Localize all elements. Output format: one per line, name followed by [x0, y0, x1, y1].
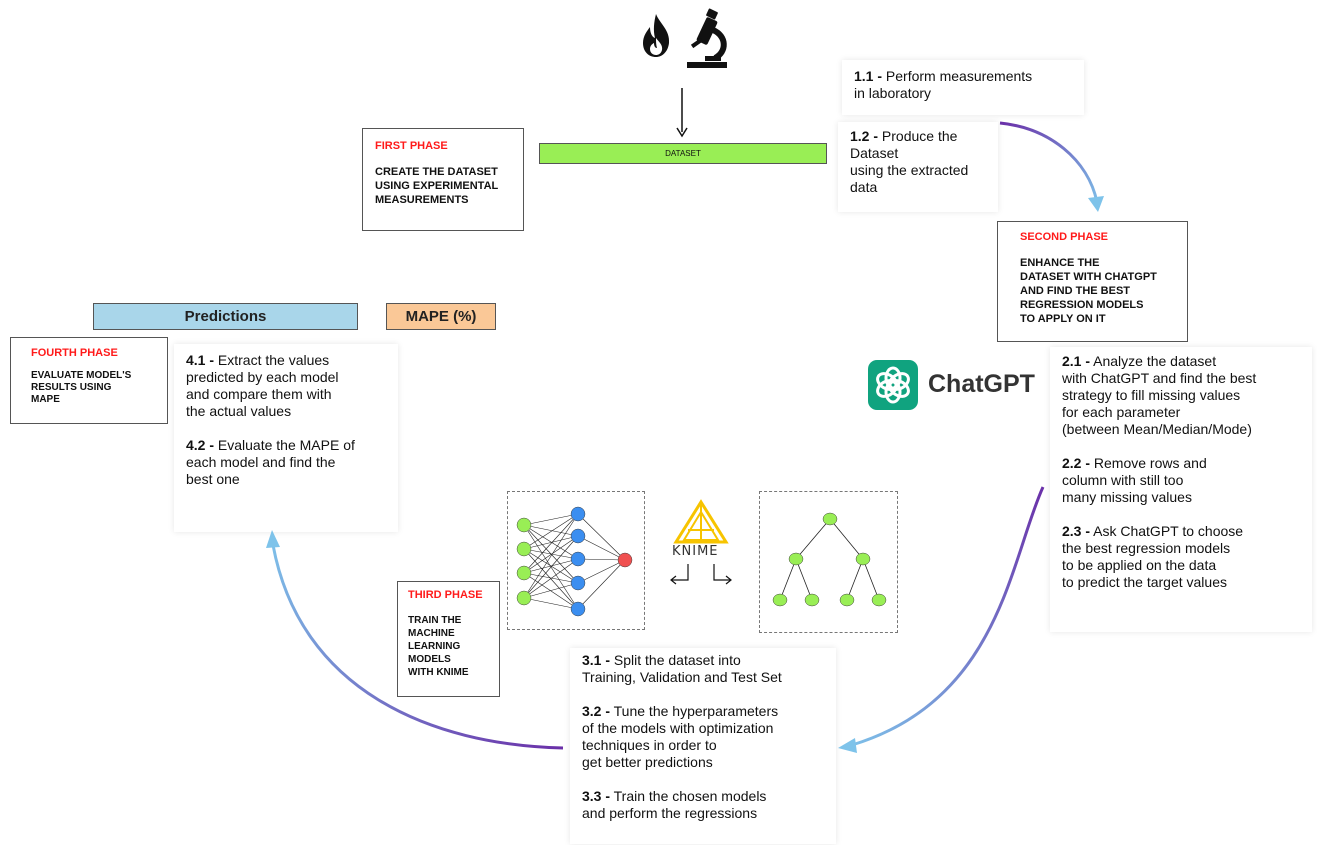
step-1-2-card: 1.2 - Produce the Dataset using the extr… [838, 122, 998, 212]
step-1-1: 1.1 - Perform measurements in laboratory [854, 68, 1072, 102]
second-phase-desc: ENHANCE THE DATASET WITH CHATGPT AND FIN… [1020, 257, 1157, 325]
first-phase-desc: CREATE THE DATASET USING EXPERIMENTAL ME… [375, 166, 499, 206]
step-4-2-text: Evaluate the MAPE of each model and find… [186, 437, 355, 487]
arrow-phase3-to-phase4 [266, 530, 564, 750]
arrow-phase2-to-phase3 [838, 486, 1045, 753]
step-2-2-num: 2.2 - [1062, 455, 1091, 471]
decision-tree-image [759, 491, 898, 633]
step-3-1: 3.1 - Split the dataset into Training, V… [582, 652, 824, 686]
chatgpt-logo-icon [868, 360, 918, 410]
fourth-phase-title: FOURTH PHASE [31, 347, 118, 359]
step-2-1: 2.1 - Analyze the dataset with ChatGPT a… [1062, 353, 1300, 438]
step-3-1-text: Split the dataset into Training, Validat… [582, 652, 782, 685]
chatgpt-label: ChatGPT [928, 370, 1035, 398]
mape-label: MAPE (%) [405, 308, 477, 325]
step-4-2-num: 4.2 - [186, 437, 215, 453]
second-phase-title: SECOND PHASE [1020, 231, 1109, 243]
step-2-3-text: Ask ChatGPT to choose the best regressio… [1062, 523, 1244, 590]
step-1-2: 1.2 - Produce the Dataset using the extr… [850, 128, 986, 196]
first-phase-title: FIRST PHASE [375, 140, 448, 152]
step-3-2-text: Tune the hyperparameters of the models w… [582, 703, 779, 770]
step-3-1-num: 3.1 - [582, 652, 611, 668]
neural-network-image [507, 491, 645, 630]
mape-bar: MAPE (%) [386, 303, 496, 330]
step-2-card: 2.1 - Analyze the dataset with ChatGPT a… [1050, 347, 1312, 632]
knime-split-arrows [670, 564, 732, 585]
step-3-3: 3.3 - Train the chosen models and perfor… [582, 788, 824, 822]
third-phase-title: THIRD PHASE [408, 589, 483, 601]
first-phase-box: FIRST PHASE CREATE THE DATASET USING EXP… [362, 128, 524, 231]
step-2-2: 2.2 - Remove rows and column with still … [1062, 455, 1300, 506]
second-phase-box: SECOND PHASE ENHANCE THE DATASET WITH CH… [997, 221, 1188, 342]
microscope-icon [687, 8, 727, 68]
step-2-3: 2.3 - Ask ChatGPT to choose the best reg… [1062, 523, 1300, 591]
neural-network-graphic [516, 506, 633, 617]
step-3-3-text: Train the chosen models and perform the … [582, 788, 767, 821]
step-4-1-num: 4.1 - [186, 352, 215, 368]
step-4-card: 4.1 - Extract the values predicted by ea… [174, 344, 398, 532]
arrow-phase1-to-phase2 [999, 121, 1104, 212]
step-2-2-text: Remove rows and column with still too ma… [1062, 455, 1207, 505]
step-2-1-num: 2.1 - [1062, 353, 1091, 369]
step-1-1-card: 1.1 - Perform measurements in laboratory [842, 60, 1084, 115]
knime-logo-icon [673, 499, 729, 544]
third-phase-desc: TRAIN THE MACHINE LEARNING MODELS WITH K… [408, 615, 469, 678]
down-arrow [676, 88, 688, 138]
step-4-1: 4.1 - Extract the values predicted by ea… [186, 352, 386, 420]
step-4-2: 4.2 - Evaluate the MAPE of each model an… [186, 437, 386, 488]
fourth-phase-box: FOURTH PHASE EVALUATE MODEL'S RESULTS US… [10, 337, 168, 424]
fourth-phase-desc: EVALUATE MODEL'S RESULTS USING MAPE [31, 370, 132, 405]
dataset-bar: DATASET [539, 143, 827, 164]
step-4-1-text: Extract the values predicted by each mod… [186, 352, 339, 419]
dataset-label: DATASET [665, 149, 701, 158]
predictions-label: Predictions [184, 308, 267, 325]
step-2-3-num: 2.3 - [1062, 523, 1091, 539]
step-2-1-text: Analyze the dataset with ChatGPT and fin… [1062, 353, 1257, 437]
knime-label: KNIME [672, 544, 719, 559]
third-phase-box: THIRD PHASE TRAIN THE MACHINE LEARNING M… [397, 581, 500, 697]
chatgpt-logo: ChatGPT [868, 360, 1048, 410]
step-1-2-num: 1.2 - [850, 128, 879, 144]
decision-tree-graphic [772, 512, 887, 607]
fire-icon [643, 14, 670, 57]
step-1-1-num: 1.1 - [854, 68, 883, 84]
step-1-2-text: Produce the Dataset using the extracted … [850, 128, 969, 195]
step-3-2: 3.2 - Tune the hyperparameters of the mo… [582, 703, 824, 771]
step-3-card: 3.1 - Split the dataset into Training, V… [570, 648, 836, 844]
step-3-3-num: 3.3 - [582, 788, 611, 804]
step-1-1-text: Perform measurements in laboratory [854, 68, 1033, 101]
step-3-2-num: 3.2 - [582, 703, 611, 719]
knime-logo: KNIME [668, 499, 734, 590]
predictions-bar: Predictions [93, 303, 358, 330]
